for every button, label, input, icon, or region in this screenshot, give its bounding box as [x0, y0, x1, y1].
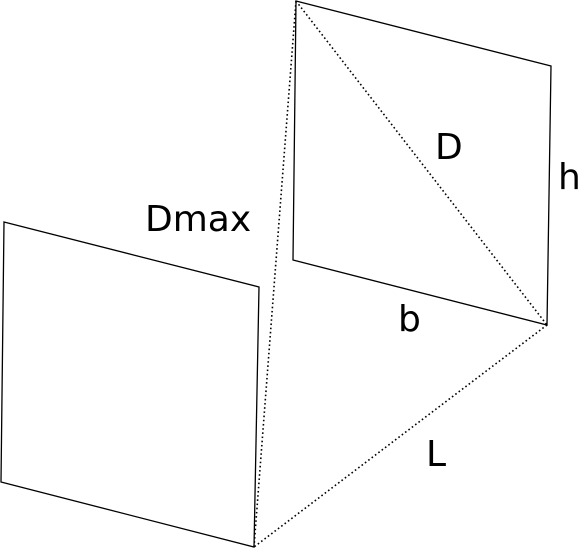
label-b: b: [398, 299, 421, 340]
front-rectangle: [0, 221, 260, 548]
label-l: L: [426, 434, 446, 475]
label-dmax: Dmax: [145, 199, 251, 240]
label-d: D: [435, 127, 463, 168]
l-line: [253, 324, 548, 548]
label-h: h: [558, 157, 581, 198]
dmax-line: [253, 0, 297, 548]
back-rectangle: [292, 0, 552, 326]
diagonal-d-line: [295, 0, 548, 326]
